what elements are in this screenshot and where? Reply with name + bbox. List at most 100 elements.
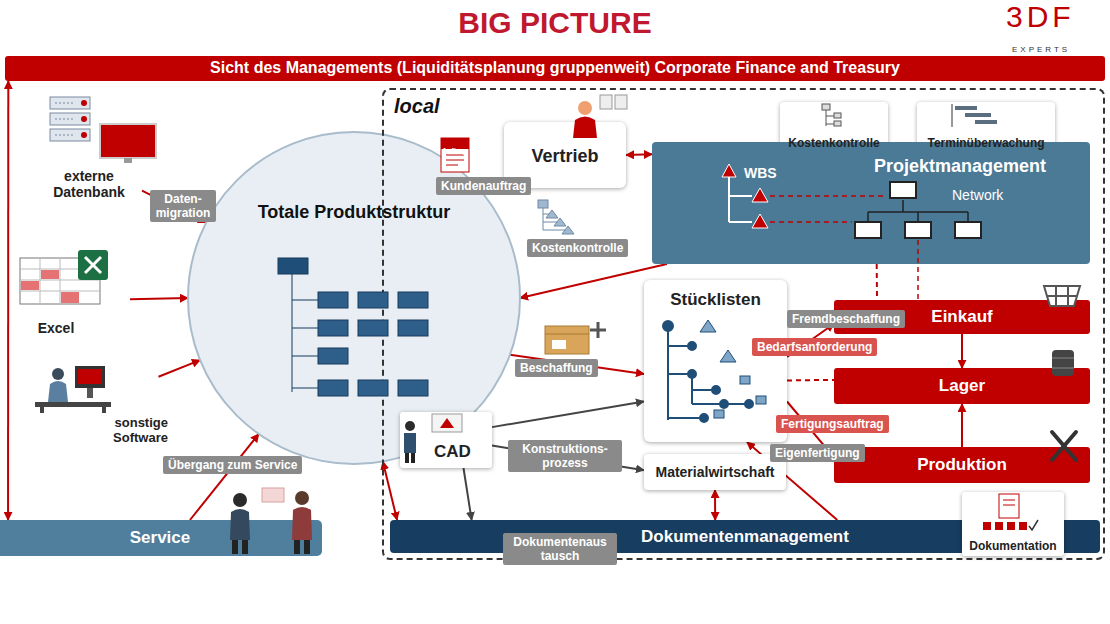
icon-shape [955,106,977,110]
icon-shape [85,257,101,273]
icon-shape [230,509,250,540]
icon-shape [745,400,753,408]
edge-label: Dokumentenaus tausch [503,533,617,565]
icon-shape [578,101,592,115]
node-label: Materialwirtschaft [655,464,774,480]
node-label: Excel [38,320,75,336]
connector-arrow [383,461,397,520]
icon-shape [999,494,1019,518]
text-wrap: sonstige Software [84,416,168,446]
icon-shape [890,182,916,198]
icon-shape [446,160,464,161]
icon-shape [41,270,59,279]
icon-shape [1029,520,1038,530]
icon-caption: Auftrag [442,147,467,155]
text-wrap: Network [952,186,1036,204]
icon-shape [446,155,464,156]
edge-label-wrap: Daten- migration [150,190,216,222]
text-wrap: Kostenkontrolle [780,133,888,151]
node-label: sonstige Software [84,416,168,446]
icon-shape [573,95,627,138]
icon-shape [668,373,688,375]
connector-arrow [961,404,963,447]
text-wrap: Terminüberwachung [917,133,1055,151]
icon-shape [262,488,284,502]
connector-arrow [159,360,201,377]
flow-tag: Kundenauftrag [436,177,531,195]
label-wrap: Fremdbeschaffung [787,309,905,328]
text-wrap: externe Datenbank [44,168,134,201]
edge-label: Bedarfsanforderung [752,338,877,356]
icon-shape [1044,286,1080,306]
icon-shape [917,212,919,222]
cost-control-box: Kostenkontrolle [780,102,888,155]
icon-shape [358,320,388,336]
label-wrap: Auftrag [442,139,467,157]
connector-arrow [876,264,878,300]
text-wrap: Totale Produktstruktur [254,202,454,223]
icon-shape [867,212,869,222]
icon-shape [952,104,997,127]
icon-shape [358,292,388,308]
icon-shape [855,222,881,238]
icon-shape [688,342,696,350]
icon-shape [405,421,415,431]
node-label: Einkauf [931,307,992,327]
icon-shape [294,540,300,554]
connector-arrow [130,298,188,299]
icon-shape [78,369,102,384]
icon-shape [983,522,991,530]
node-label: Kostenkontrolle [788,137,879,151]
edge-label-wrap: Bedarfsanforderung [752,337,877,356]
icon-shape [404,433,416,453]
icon-shape [398,320,428,336]
icon-shape [20,250,108,304]
logo-mark: 3DF [1006,0,1075,35]
text-wrap: Projektmanagement [874,156,1084,177]
icon-shape [714,410,724,418]
icon-shape [615,95,627,109]
connector-arrow [492,402,644,428]
material-management-box: Materialwirtschaft [644,454,786,490]
icon-shape [728,177,730,222]
icon-shape [55,135,75,136]
icon-shape [554,218,566,226]
icon-shape [1019,522,1027,530]
icon-shape [278,258,428,396]
icon-shape [692,403,720,405]
edge-label: Daten- migration [150,190,216,222]
icon-shape [752,214,768,228]
icon-shape [955,222,981,238]
edge-label-wrap: Dokumentenaus tausch [503,533,617,565]
icon-shape [545,326,589,354]
icon-shape [590,329,606,332]
icon-shape [292,507,312,540]
icon-shape [667,331,669,420]
node-label: Totale Produktstruktur [258,202,451,223]
icon-shape [48,381,68,402]
icon-shape [318,320,348,336]
node-label: Stücklisten [670,290,761,310]
icon-shape [102,407,106,413]
icon-shape [822,104,830,110]
text-wrap: WBS [744,164,788,182]
node-label: Service [130,528,191,548]
text-wrap: Service [95,528,225,548]
text-wrap: Materialwirtschaft [644,463,786,481]
icon-shape [441,138,469,172]
icon-shape [318,292,348,308]
icon-shape [1044,286,1080,306]
connector-arrow [190,434,259,520]
icon-shape [78,250,108,280]
icon-shape [538,200,548,208]
icon-shape [1047,295,1077,297]
icon-shape [724,403,745,405]
service-band: Service [0,520,322,556]
node-label: Vertrieb [531,146,598,167]
icon-shape [663,321,673,331]
label-wrap: 3DF [1006,0,1075,35]
icon-shape [965,113,991,117]
warehouse-bar: Lager [834,368,1090,404]
icon-shape [50,97,156,163]
icon-shape [304,540,310,554]
